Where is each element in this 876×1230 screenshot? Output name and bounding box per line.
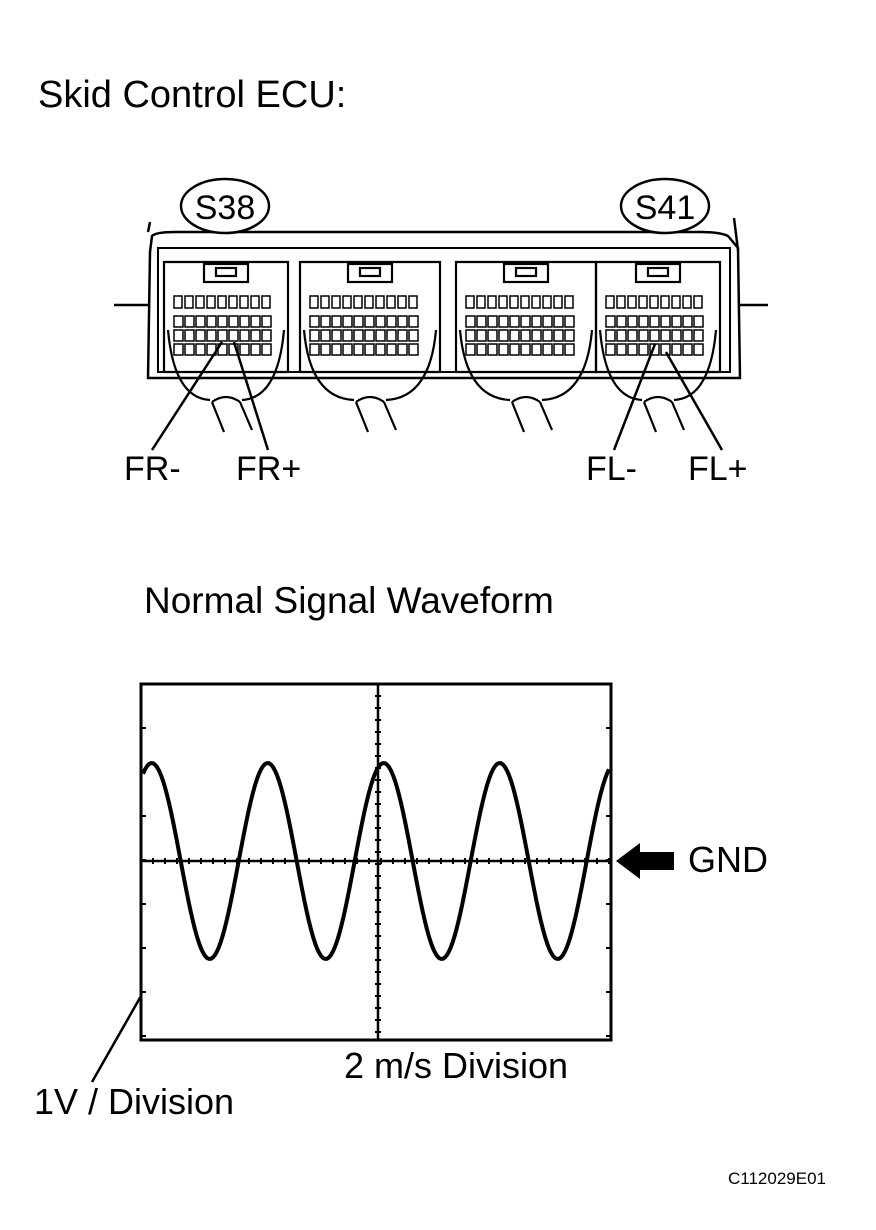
page-title: Skid Control ECU: [38,74,347,116]
connector-block-3 [454,260,598,433]
connector-badge-s38: S38 [179,177,271,235]
fr-plus-leader [232,341,270,451]
gnd-arrow-icon [616,843,674,879]
connector-block-s38 [162,260,290,433]
connector-block-s41 [594,260,722,433]
ecu-housing [146,221,742,380]
signal-waveform [141,761,611,961]
connector-badge-s41: S41 [619,177,711,235]
pin-label-fl-minus: FL- [586,450,637,488]
volt-division-leader [90,995,143,1083]
pin-label-fr-plus: FR+ [236,450,302,488]
gnd-label: GND [688,839,768,880]
time-division-label: 2 m/s Division [344,1045,569,1086]
oscilloscope-screen [139,682,613,1042]
fl-minus-leader [612,343,657,451]
pin-label-fr-minus: FR- [124,450,181,488]
waveform-title: Normal Signal Waveform [144,580,554,621]
connector-id-s38: S38 [195,189,256,227]
fl-plus-leader [664,351,724,451]
connector-id-s41: S41 [635,189,696,227]
connector-block-2 [298,260,442,433]
pin-label-fl-plus: FL+ [688,450,748,488]
fr-minus-leader [150,341,224,451]
figure-code: C112029E01 [728,1169,826,1188]
voltage-division-label: 1V / Division [34,1081,235,1122]
